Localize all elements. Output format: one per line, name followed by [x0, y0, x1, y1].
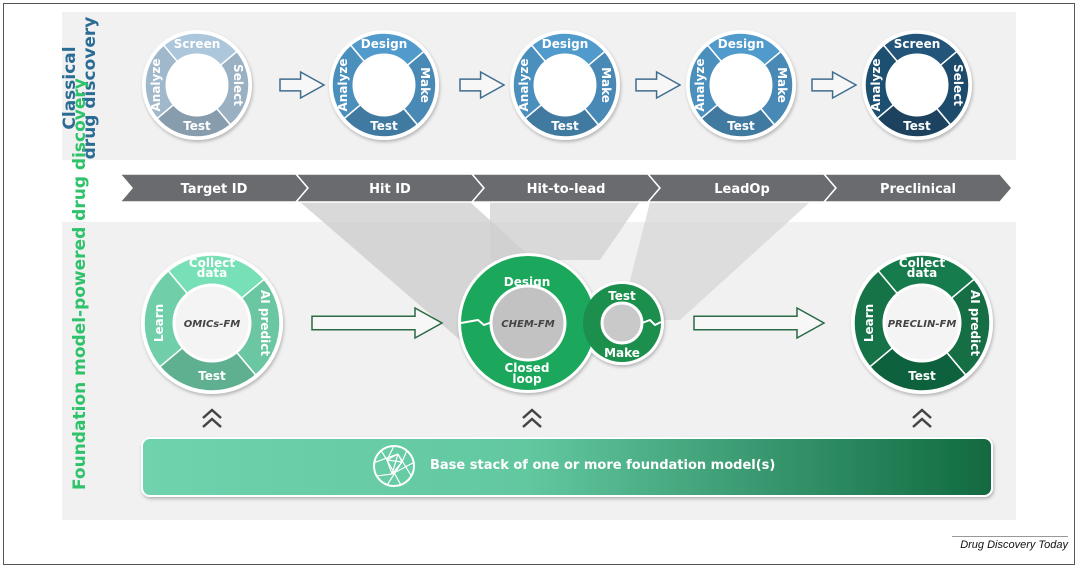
- stage-label: Target ID: [181, 182, 248, 197]
- chem-cycle: [458, 253, 664, 393]
- geodesic-sphere-icon: [373, 445, 415, 487]
- stage-chevron-bar: Target ID Hit ID Hit-to-lead LeadOp Preclini…: [118, 173, 1013, 203]
- stage-label: Hit-to-lead: [527, 182, 606, 197]
- chem-label-test: Test: [608, 289, 636, 303]
- classical-4-center: [709, 53, 773, 117]
- classical-arrow: [279, 70, 326, 100]
- chem-divider-left: [460, 318, 493, 327]
- classical-2-cycle: [329, 30, 439, 140]
- classical-1-label-left: Analyze: [149, 59, 163, 112]
- classical-3-label-left: Analyze: [517, 59, 531, 112]
- preclin-cycle: [851, 252, 993, 394]
- omics-center: [172, 283, 252, 363]
- stage-chevron: [822, 173, 1013, 203]
- classical-3-center: [533, 53, 597, 117]
- omics-cycle: [141, 252, 283, 394]
- classical-arrow: [635, 70, 682, 100]
- classical-2-label-right: Make: [418, 67, 432, 103]
- classical-1-label-top: Screen: [174, 37, 221, 51]
- chem-label-closed: Closed: [504, 361, 549, 375]
- classical-2-label-top: Design: [361, 37, 408, 51]
- classical-3-label-bottom: Test: [551, 119, 579, 133]
- chem-small-center: [600, 301, 644, 345]
- omics-label-bottom: Test: [198, 369, 226, 383]
- chem-label-loop: loop: [512, 372, 542, 386]
- stage-label: Preclinical: [880, 182, 956, 197]
- classical-2-label-bottom: Test: [370, 119, 398, 133]
- chem-label-make: Make: [604, 346, 640, 360]
- preclin-label-bottom: Test: [908, 369, 936, 383]
- base-stack-bar: [141, 437, 993, 497]
- classical-5-label-top: Screen: [894, 37, 941, 51]
- stage-label: LeadOp: [714, 182, 770, 197]
- classical-arrow: [459, 70, 506, 100]
- base-stack-label: Base stack of one or more foundation mod…: [430, 458, 776, 473]
- double-chevron-up-icon: [912, 408, 932, 428]
- classical-5-label-right: Select: [951, 64, 965, 106]
- classical-4-cycle: [686, 30, 796, 140]
- stage-label: Hit ID: [369, 182, 411, 197]
- foundation-model-arrows: [311, 306, 826, 340]
- preclin-label-right: AI predict: [968, 290, 982, 356]
- classical-arrows: [279, 70, 858, 100]
- classical-5-label-bottom: Test: [903, 119, 931, 133]
- double-chevron-up-icon: [202, 408, 222, 428]
- classical-4-label-bottom: Test: [727, 119, 755, 133]
- omics-center-label: OMICs-FM: [184, 319, 240, 330]
- classical-3-cycle: [510, 30, 620, 140]
- classical-arrow: [811, 70, 858, 100]
- chem-divider-right: [641, 318, 662, 327]
- classical-2-center: [352, 53, 416, 117]
- chem-label-design: Design: [504, 275, 551, 289]
- classical-5-center: [885, 53, 949, 117]
- preclin-center-label: PRECLIN-FM: [888, 319, 957, 330]
- fm-arrow-1: [311, 306, 444, 340]
- double-chevron-group: [202, 408, 932, 428]
- base-stack-box: [141, 437, 993, 497]
- foundation-section-title: Foundation model-powered drug discovery: [70, 78, 90, 490]
- classical-1-label-bottom: Test: [183, 119, 211, 133]
- fm-arrow-2: [693, 306, 826, 340]
- classical-4-label-right: Make: [775, 67, 789, 103]
- classical-4-label-top: Design: [718, 37, 765, 51]
- funnel-hit-to-lead: [490, 202, 640, 260]
- classical-3-label-right: Make: [599, 67, 613, 103]
- classical-5-cycle: [862, 30, 972, 140]
- classical-1-cycle: [142, 30, 252, 140]
- double-chevron-up-icon: [522, 408, 542, 428]
- classical-4-label-left: Analyze: [693, 59, 707, 112]
- omics-label-left: Learn: [152, 304, 166, 342]
- preclin-label-left: Learn: [862, 304, 876, 342]
- classical-2-label-left: Analyze: [336, 59, 350, 112]
- source-credit: Drug Discovery Today: [952, 536, 1068, 551]
- classical-5-label-left: Analyze: [869, 59, 883, 112]
- chem-center-label: CHEM-FM: [501, 319, 554, 330]
- funnel-leadop: [620, 202, 810, 320]
- classical-1-center: [165, 53, 229, 117]
- classical-1-label-right: Select: [231, 64, 245, 106]
- preclin-center: [882, 283, 962, 363]
- omics-label-right: AI predict: [258, 290, 272, 356]
- classical-3-label-top: Design: [542, 37, 589, 51]
